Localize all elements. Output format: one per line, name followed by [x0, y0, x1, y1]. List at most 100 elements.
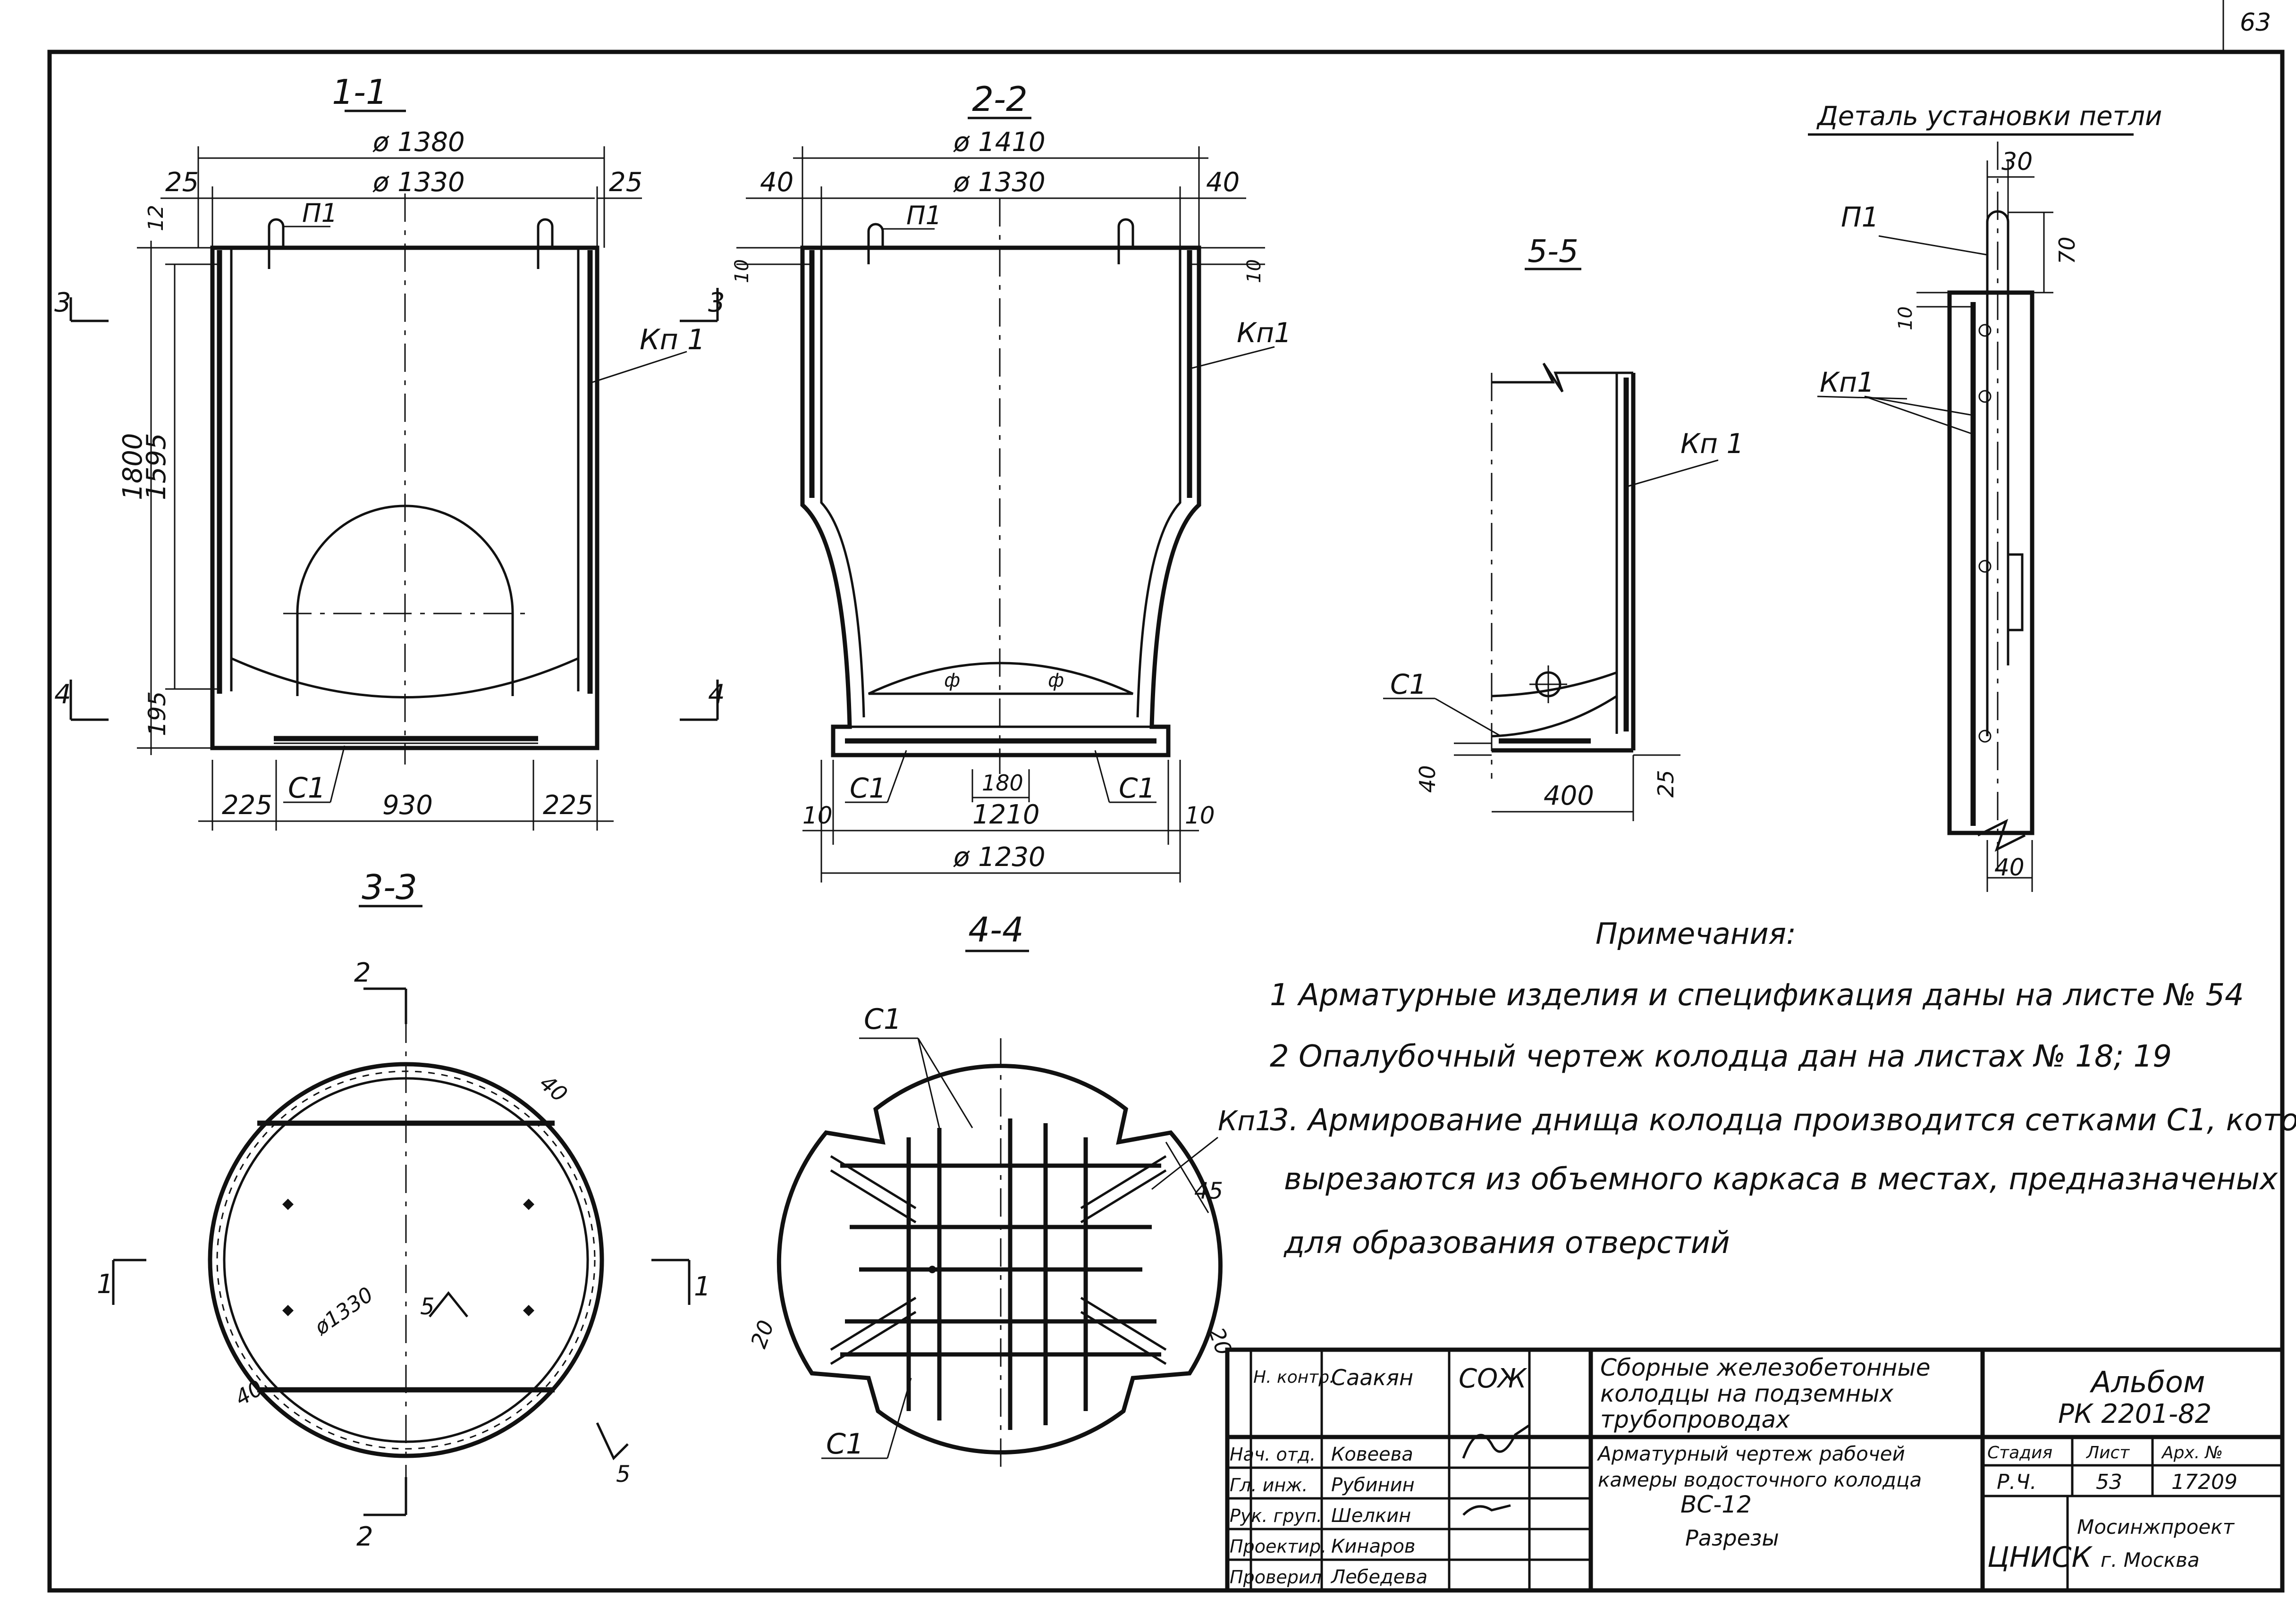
- svg-text:С1: С1: [826, 1428, 864, 1461]
- svg-text:40: 40: [760, 167, 793, 198]
- svg-text:1210: 1210: [972, 799, 1040, 830]
- svg-text:Стадия: Стадия: [1987, 1443, 2052, 1463]
- sheet-frame: [47, 50, 2285, 1593]
- svg-text:30: 30: [2001, 148, 2033, 176]
- svg-text:РК 2201-82: РК 2201-82: [2058, 1399, 2212, 1429]
- svg-text:С1: С1: [1119, 772, 1155, 804]
- svg-text:40: 40: [535, 1070, 573, 1107]
- svg-text:3: 3: [54, 287, 71, 318]
- svg-text:Кп 1: Кп 1: [640, 323, 705, 356]
- note-3-cont-1: вырезаются из объемного каркаса в местах…: [1284, 1162, 2278, 1197]
- svg-text:Рук. груп.: Рук. груп.: [1230, 1505, 1322, 1526]
- svg-text:Саакян: Саакян: [1331, 1365, 1413, 1390]
- svg-text:Арх. №: Арх. №: [2161, 1443, 2223, 1463]
- svg-text:Н. контр.: Н. контр.: [1253, 1368, 1335, 1387]
- notes: Примечания: 1 Арматурные изделия и специ…: [1270, 916, 2296, 1261]
- svg-text:Шелкин: Шелкин: [1331, 1505, 1411, 1527]
- svg-text:Сборные железобетонные: Сборные железобетонные: [1600, 1354, 1931, 1381]
- svg-text:П1: П1: [906, 201, 942, 230]
- svg-text:70: 70: [2054, 236, 2080, 264]
- svg-text:ВС-12: ВС-12: [1680, 1491, 1752, 1518]
- svg-text:4-4: 4-4: [968, 910, 1024, 950]
- svg-text:Нач. отд.: Нач. отд.: [1230, 1444, 1316, 1465]
- svg-text:Кинаров: Кинаров: [1331, 1536, 1416, 1557]
- section-4-4: 4-4 С1 С1 Кп1 45: [746, 910, 1273, 1472]
- svg-text:25: 25: [609, 167, 642, 198]
- svg-text:1: 1: [694, 1271, 711, 1302]
- svg-text:10: 10: [731, 259, 753, 283]
- section-1-1: 1-1 П1 Кп 1 С1 ø 1380: [54, 72, 705, 831]
- svg-text:трубопроводах: трубопроводах: [1600, 1406, 1790, 1433]
- svg-text:Разрезы: Разрезы: [1685, 1525, 1779, 1551]
- svg-text:4: 4: [708, 679, 725, 710]
- svg-text:2: 2: [354, 958, 371, 988]
- svg-text:г. Москва: г. Москва: [2101, 1548, 2200, 1572]
- svg-text:40: 40: [1994, 854, 2025, 881]
- svg-text:10: 10: [1185, 802, 1215, 829]
- page-number: 63: [2240, 8, 2271, 37]
- svg-text:Кп1: Кп1: [1820, 366, 1874, 398]
- svg-text:930: 930: [382, 790, 433, 821]
- note-3-cont-2: для образования отверстий: [1283, 1226, 1730, 1261]
- svg-text:ф: ф: [944, 670, 960, 691]
- section-1-1-title: 1-1: [332, 72, 388, 112]
- svg-text:С1: С1: [1390, 668, 1427, 700]
- svg-text:40: 40: [1206, 167, 1240, 198]
- svg-text:Альбом: Альбом: [2089, 1365, 2205, 1399]
- svg-text:колодцы на подземных: колодцы на подземных: [1600, 1380, 1894, 1407]
- svg-text:20: 20: [746, 1317, 779, 1351]
- svg-text:2: 2: [356, 1521, 373, 1552]
- svg-text:ø 1330: ø 1330: [372, 167, 465, 198]
- svg-text:Проверил: Проверил: [1230, 1567, 1322, 1588]
- svg-text:10: 10: [1895, 306, 1916, 330]
- svg-text:400: 400: [1544, 781, 1594, 811]
- svg-text:ø1330: ø1330: [310, 1283, 378, 1340]
- svg-text:Рубинин: Рубинин: [1331, 1474, 1415, 1496]
- section-3-3: 3-3 ø1330 5 40 40 2 2 1 1 5: [97, 867, 711, 1552]
- svg-text:ø 1230: ø 1230: [953, 842, 1046, 873]
- svg-text:Кп1: Кп1: [1218, 1105, 1273, 1137]
- section-2-2: 2-2 ф ф П1 Кп1 ø 1410 ø 1330 40 40: [680, 79, 1292, 883]
- note-1: 1 Арматурные изделия и спецификация даны…: [1270, 978, 2244, 1013]
- svg-text:1595: 1595: [141, 433, 172, 500]
- svg-text:1: 1: [97, 1269, 114, 1300]
- svg-text:Деталь установки петли: Деталь установки петли: [1816, 101, 2162, 132]
- svg-text:5-5: 5-5: [1528, 233, 1578, 269]
- svg-text:17209: 17209: [2171, 1470, 2237, 1494]
- svg-text:3: 3: [708, 287, 725, 318]
- note-3: 3. Армирование днища колодца производитс…: [1270, 1103, 2296, 1138]
- svg-text:3-3: 3-3: [362, 867, 417, 907]
- svg-text:10: 10: [1243, 259, 1265, 283]
- svg-text:40: 40: [1415, 765, 1440, 793]
- svg-text:С1: С1: [864, 1003, 902, 1036]
- svg-text:1800: 1800: [118, 433, 148, 500]
- svg-text:5: 5: [616, 1461, 631, 1488]
- svg-text:С1: С1: [850, 772, 886, 804]
- svg-text:25: 25: [165, 167, 199, 198]
- svg-text:53: 53: [2096, 1470, 2122, 1494]
- svg-text:45: 45: [1194, 1178, 1223, 1204]
- svg-text:Р.Ч.: Р.Ч.: [1997, 1470, 2037, 1494]
- svg-text:С1: С1: [288, 772, 326, 805]
- svg-text:12: 12: [144, 205, 168, 231]
- svg-text:П1: П1: [302, 198, 338, 228]
- svg-text:Гл. инж.: Гл. инж.: [1230, 1475, 1308, 1496]
- svg-text:Кп 1: Кп 1: [1680, 428, 1744, 460]
- svg-text:195: 195: [144, 691, 171, 736]
- svg-text:Арматурный чертеж рабочей: Арматурный чертеж рабочей: [1596, 1442, 1905, 1465]
- loop-detail: Деталь установки петли 30 70 10 40 П1 Кп…: [1808, 101, 2162, 892]
- svg-text:ф: ф: [1048, 670, 1064, 691]
- svg-text:ø 1410: ø 1410: [953, 127, 1046, 158]
- svg-text:ø 1330: ø 1330: [953, 167, 1046, 198]
- svg-text:5: 5: [420, 1294, 435, 1320]
- svg-text:ø 1380: ø 1380: [372, 127, 465, 158]
- svg-text:Проектир.: Проектир.: [1230, 1536, 1326, 1557]
- svg-text:225: 225: [222, 790, 272, 821]
- svg-text:180: 180: [982, 770, 1023, 796]
- svg-text:П1: П1: [1841, 201, 1879, 233]
- svg-text:Лебедева: Лебедева: [1330, 1566, 1427, 1588]
- svg-text:Ковеева: Ковеева: [1331, 1444, 1413, 1465]
- svg-text:225: 225: [543, 790, 593, 821]
- title-block: Н. контр. Саакян СОЖ Нач. отд. Ковеева Г…: [1225, 1347, 2285, 1593]
